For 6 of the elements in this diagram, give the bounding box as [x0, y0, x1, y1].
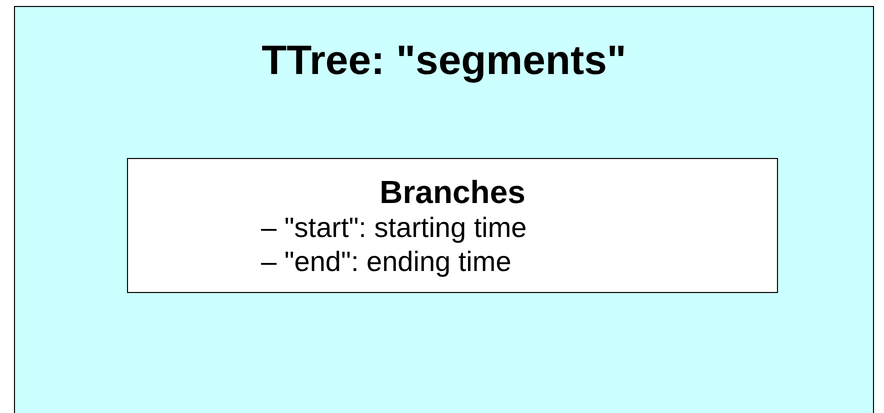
node-heading: TTree: "segments": [260, 36, 628, 85]
box-heading: Branches: [380, 173, 526, 211]
content-box: [127, 158, 778, 293]
list-item: – "start": starting time: [261, 211, 527, 245]
container-box: [14, 6, 874, 413]
list-item: – "end": ending time: [261, 245, 512, 279]
